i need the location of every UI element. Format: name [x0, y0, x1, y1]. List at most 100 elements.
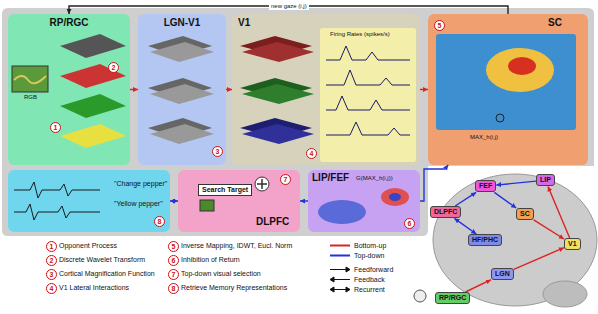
- callout-number: 4: [306, 148, 317, 159]
- legend-text: Feedforward: [354, 265, 393, 274]
- panel-text: "Yellow pepper": [114, 200, 163, 208]
- callout-number: 1: [46, 241, 57, 252]
- feature-stack: [242, 42, 314, 62]
- connector: [130, 89, 138, 90]
- callout-number: 3: [212, 146, 223, 157]
- memory-wave: [14, 182, 100, 198]
- feature-map: [60, 94, 126, 118]
- eye: [414, 290, 426, 302]
- panel-title: DLPFC: [256, 216, 289, 228]
- panel-title: SC: [548, 17, 562, 29]
- annotation: Firing Rates (spikes/s): [330, 31, 390, 38]
- panel-title: LGN-V1: [138, 17, 226, 29]
- panel-fill: [308, 170, 420, 232]
- target-image: [200, 200, 214, 211]
- panel: RP/RGC: [8, 14, 130, 165]
- connector: [454, 218, 476, 234]
- node-text: DLPFC: [434, 208, 457, 216]
- firing-plot: [326, 122, 410, 135]
- callout-number: 3: [46, 269, 57, 280]
- process-box: Search Target: [198, 184, 252, 196]
- saliency-map: [508, 57, 536, 75]
- panel: V1: [232, 14, 420, 165]
- legend-line: [330, 267, 350, 272]
- connector: [170, 200, 178, 201]
- process-box: SC: [516, 208, 534, 220]
- legend-text: Top-down visual selection: [181, 269, 261, 278]
- memory-wave: [14, 204, 100, 220]
- feature-map: [60, 124, 126, 148]
- legend-line: [330, 255, 350, 257]
- connector: [420, 89, 428, 90]
- node-text: LGN: [495, 270, 510, 278]
- connector: [494, 192, 516, 208]
- process-box: HF/PHC: [468, 234, 502, 246]
- panel-fill: [8, 14, 130, 165]
- process-box: FEF: [475, 180, 496, 192]
- callout-number: 8: [154, 216, 165, 227]
- saliency-map: [436, 34, 576, 130]
- selection-map: [318, 200, 366, 224]
- feature-map: [60, 34, 126, 58]
- connector: [226, 89, 232, 90]
- panel: LGN-V1: [138, 14, 226, 165]
- edge-label: new gaze (i,j): [269, 3, 309, 10]
- panel-fill: [8, 170, 170, 232]
- annotation: MAX_h(i,j): [470, 134, 498, 141]
- input-image: [14, 76, 46, 83]
- firing-plot: [326, 70, 410, 85]
- process-box: LIP: [536, 174, 555, 186]
- legend-text: Opponent Process: [59, 241, 117, 250]
- brain: [433, 174, 597, 306]
- panel-title: V1: [238, 17, 250, 29]
- connector: [496, 181, 536, 185]
- legend-line: [330, 277, 350, 282]
- firing-plot: [326, 46, 410, 60]
- node-text: V1: [568, 240, 577, 248]
- legend-text: Bottom-up: [354, 241, 386, 250]
- feature-stack: [150, 42, 214, 62]
- node-text: FEF: [479, 182, 492, 190]
- firing-plot: [326, 96, 410, 110]
- callout-number: 4: [46, 283, 57, 294]
- callout-number: 8: [168, 283, 179, 294]
- panel-fill: [428, 14, 588, 165]
- cerebellum: [543, 281, 587, 307]
- feature-stack: [242, 124, 314, 144]
- node-text: LIP: [540, 176, 551, 184]
- panel-title: LIP/FEF: [312, 172, 349, 184]
- connector: [300, 200, 308, 201]
- panel-title: RP/RGC: [8, 17, 130, 29]
- legend-text: V1 Lateral Interactions: [59, 283, 129, 292]
- sum-symbol: [255, 177, 269, 191]
- node-text: HF/PHC: [472, 236, 498, 244]
- legend-text: Feedback: [354, 275, 385, 284]
- panel-fill: [320, 28, 416, 162]
- panel-fill: [232, 14, 420, 165]
- selection-map: [381, 188, 409, 206]
- feature-stack: [242, 84, 314, 104]
- legend-text: Inverse Mapping, IDWT, Eucl. Norm: [181, 241, 292, 250]
- panel-fill: [138, 14, 226, 165]
- process-box: V1: [564, 238, 581, 250]
- legend-text: Inhibition of Return: [181, 255, 240, 264]
- process-box: LGN: [491, 268, 514, 280]
- input-image: [12, 66, 48, 92]
- legend-text: Recurrent: [354, 285, 385, 294]
- callout-number: 2: [46, 255, 57, 266]
- legend-text: Top-down: [354, 251, 384, 260]
- callout-number: 1: [50, 122, 61, 133]
- annotation: G(MAX_h(i,j)): [356, 175, 393, 182]
- panel: "Change pepper""Yellow pepper": [8, 170, 170, 232]
- callout-number: 7: [168, 269, 179, 280]
- legend-text: Discrete Wavelet Transform: [59, 255, 145, 264]
- callout-number: 2: [108, 62, 119, 73]
- callout-number: 7: [280, 174, 291, 185]
- node-text: RP/RGC: [439, 294, 466, 302]
- callout-number: 6: [404, 218, 415, 229]
- process-box: DLPFC: [430, 206, 461, 218]
- connector: [420, 165, 448, 201]
- connector: [534, 220, 564, 239]
- node-text: Search Target: [202, 186, 248, 194]
